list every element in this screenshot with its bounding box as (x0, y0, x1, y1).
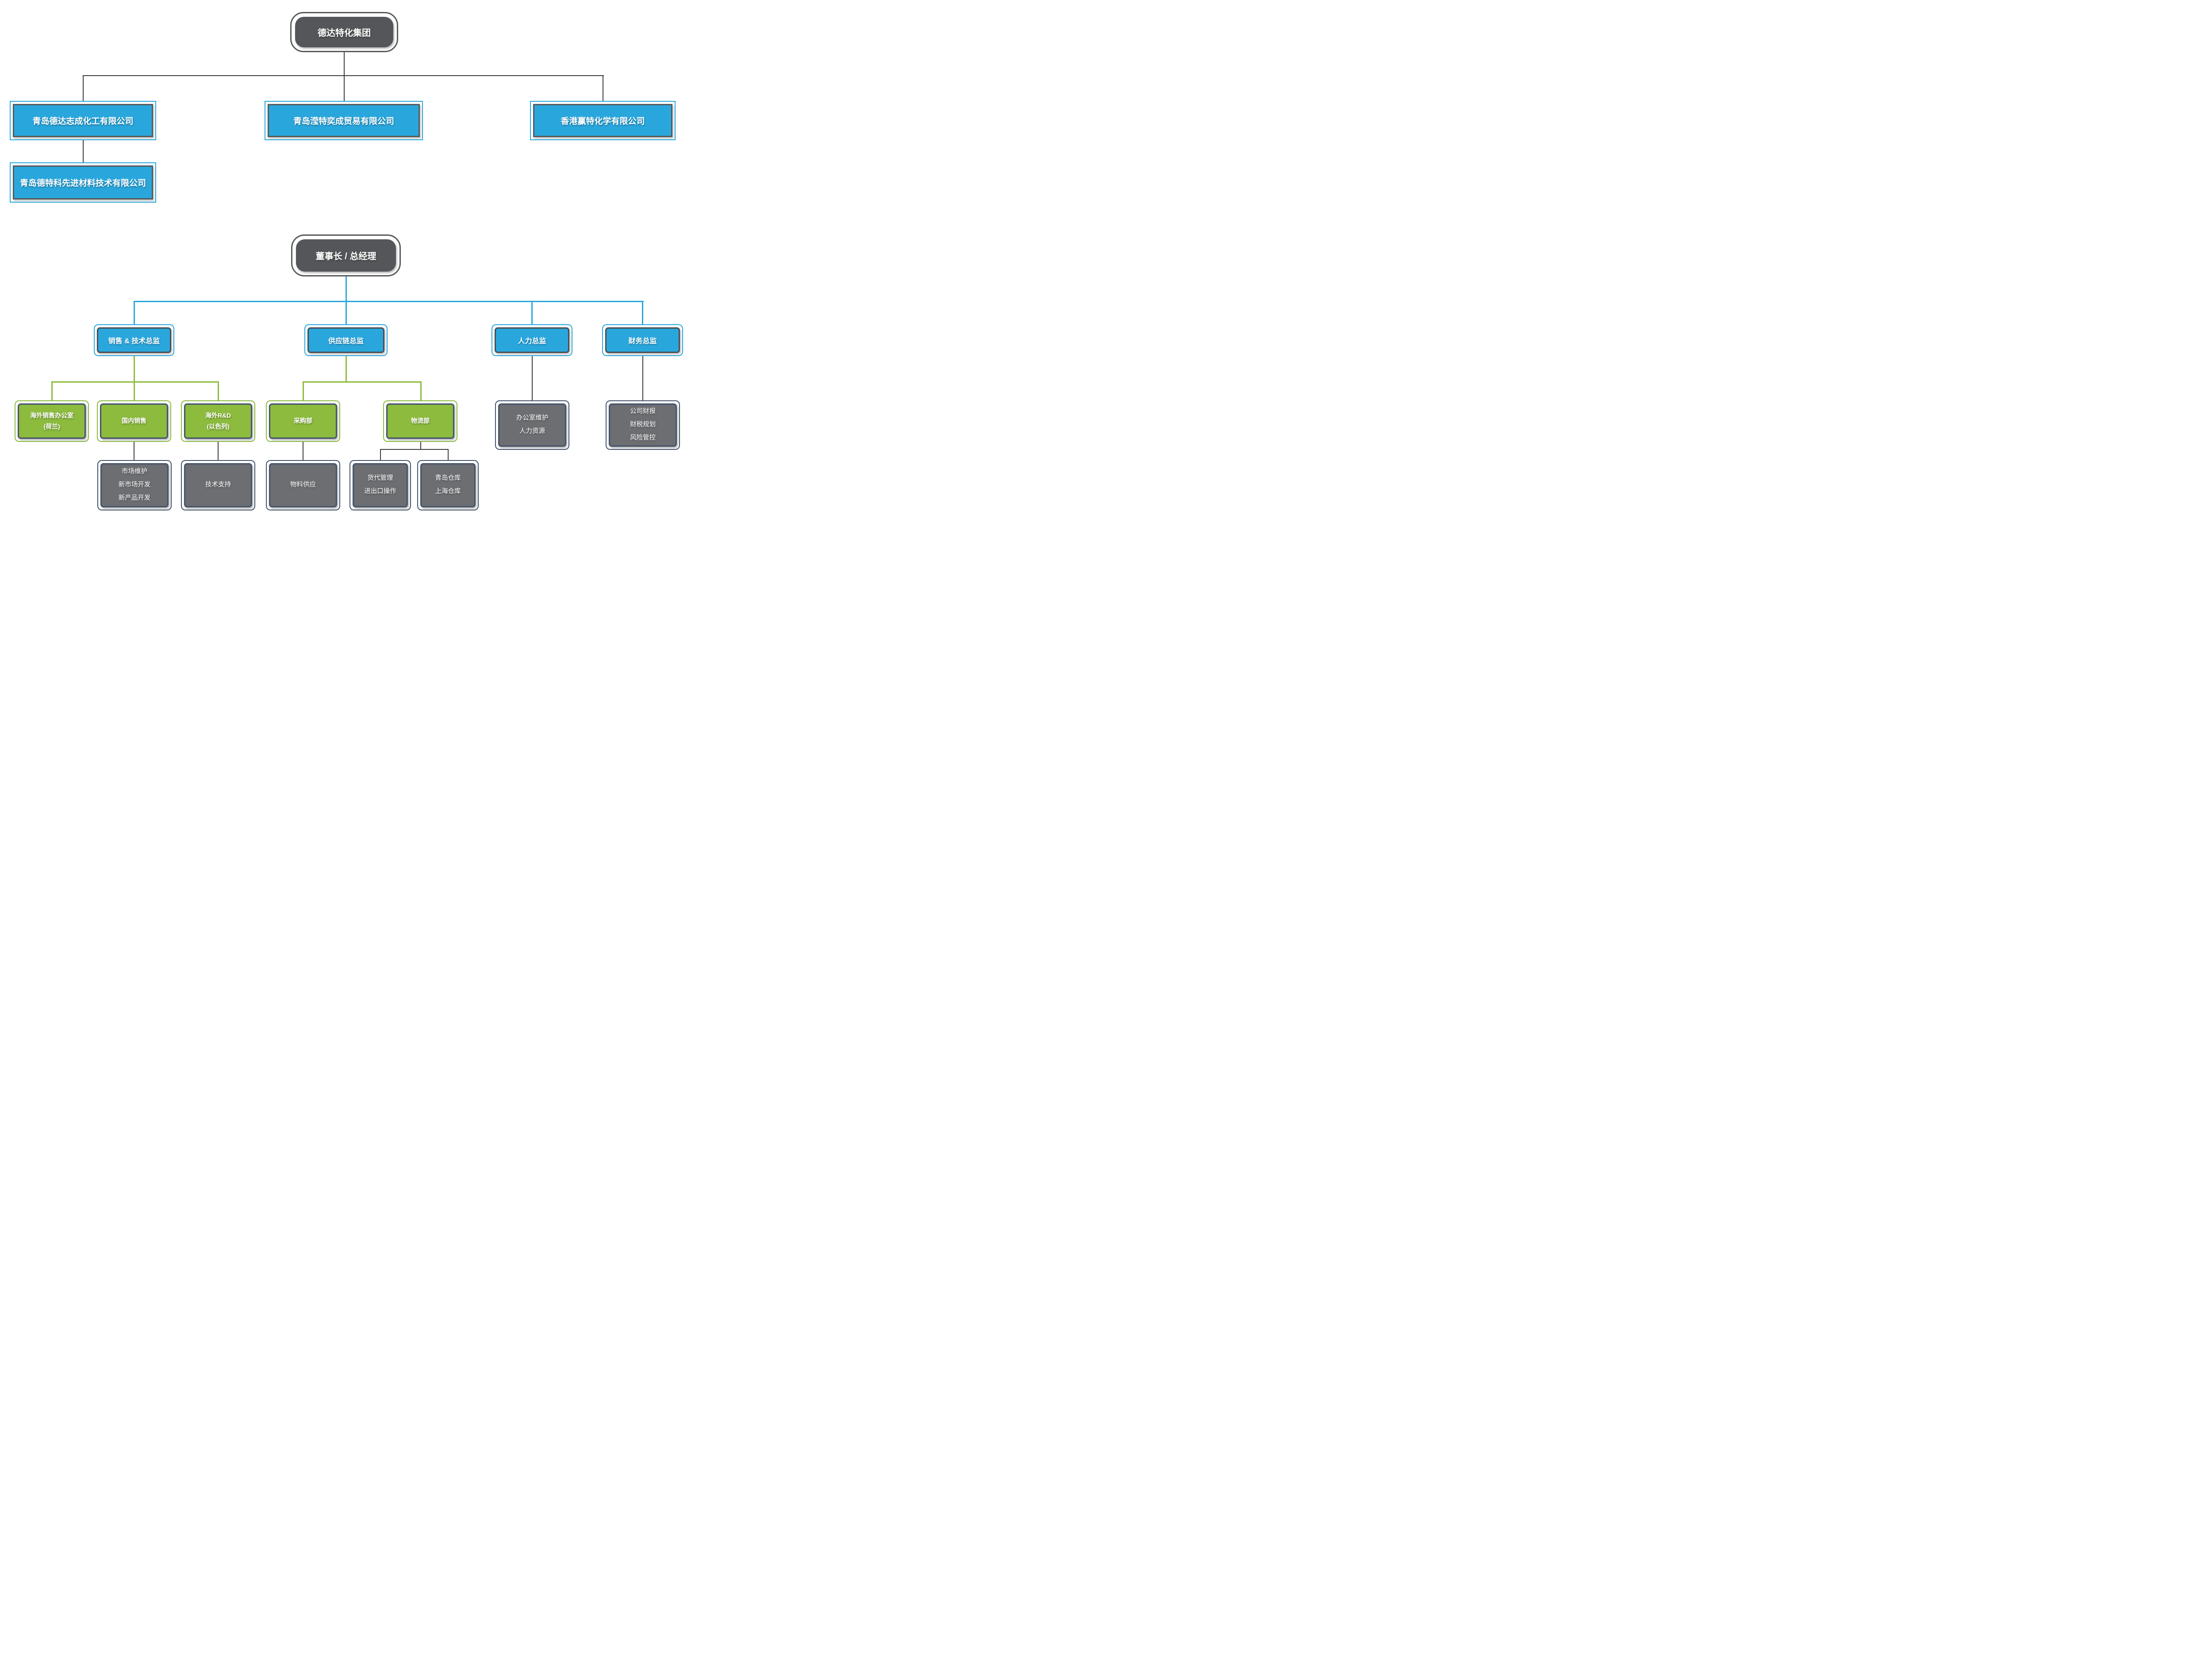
org-node-functions-domestic-sales-label: 市场维护 新市场开发 新产品开发 (118, 468, 151, 502)
org-node-dept-logistics: 物流部 (383, 400, 457, 442)
connector-logistics-rail (380, 449, 449, 450)
org-node-director-supply-chain-fill: 供应链总监 (307, 327, 384, 353)
org-node-director-finance-fill: 财务总监 (605, 327, 680, 353)
org-node-company-1-fill: 青岛德达志成化工有限公司 (13, 104, 153, 137)
connector-finance-functions (642, 356, 643, 400)
org-node-dept-overseas-sales-fill: 海外销售办公室 (荷兰) (18, 403, 86, 439)
org-node-group-root: 德达特化集团 (290, 12, 398, 52)
connector-director-supply-drop (346, 301, 347, 324)
connector-sales-rail (51, 381, 219, 383)
org-node-dept-domestic-sales-fill: 国内销售 (100, 403, 168, 439)
connector-director-finance-drop (642, 301, 643, 324)
org-node-functions-freight: 货代管理 进出口操作 (349, 460, 411, 510)
org-node-ceo: 董事长 / 总经理 (291, 234, 401, 276)
org-node-functions-warehouses-label: 青岛仓库 上海仓库 (435, 475, 461, 495)
connector-ceo-stem (346, 276, 347, 301)
org-node-dept-logistics-label: 物流部 (411, 417, 430, 425)
org-node-functions-warehouses: 青岛仓库 上海仓库 (417, 460, 479, 510)
org-node-group-root-label: 德达特化集团 (318, 28, 371, 38)
org-chart-canvas: 德达特化集团 青岛德达志成化工有限公司 青岛滢特奕成贸易有限公司 香港赢特化学有… (0, 0, 694, 519)
org-node-functions-purchasing-fill: 物料供应 (269, 463, 337, 507)
org-node-company-3-label: 香港赢特化学有限公司 (561, 117, 645, 126)
org-node-functions-rd-fill: 技术支持 (184, 463, 252, 507)
org-node-dept-domestic-sales-label: 国内销售 (122, 417, 146, 425)
org-node-dept-domestic-sales: 国内销售 (97, 400, 171, 442)
org-node-company-1-subsidiary: 青岛德特科先进材料技术有限公司 (10, 162, 156, 203)
connector-company-1-subsidiary (83, 140, 84, 162)
connector-domestic-sales-drop (134, 381, 135, 400)
org-node-ceo-fill: 董事长 / 总经理 (296, 239, 396, 272)
connector-overseas-sales-drop (51, 381, 53, 400)
org-node-dept-logistics-fill: 物流部 (386, 403, 454, 439)
org-node-director-supply-chain: 供应链总监 (304, 324, 388, 356)
connector-overseas-rd-drop (218, 381, 219, 400)
org-node-functions-finance: 公司财报 财税规划 风险管控 (606, 400, 680, 450)
org-node-functions-finance-label: 公司财报 财税规划 风险管控 (630, 408, 656, 441)
connector-logistics-stem (420, 442, 421, 449)
org-node-functions-hr-fill: 办公室维护 人力资源 (498, 403, 566, 447)
org-node-dept-overseas-sales: 海外销售办公室 (荷兰) (15, 400, 89, 442)
org-node-company-2: 青岛滢特奕成贸易有限公司 (265, 101, 423, 140)
org-node-company-2-label: 青岛滢特奕成贸易有限公司 (293, 117, 394, 126)
org-node-company-3: 香港赢特化学有限公司 (530, 101, 676, 140)
org-node-dept-overseas-rd: 海外R&D (以色列) (181, 400, 255, 442)
org-node-group-root-fill: 德达特化集团 (295, 17, 393, 47)
connector-hr-functions (532, 356, 533, 400)
org-node-director-sales-tech-fill: 销售 & 技术总监 (97, 327, 171, 353)
org-node-functions-purchasing: 物料供应 (266, 460, 340, 510)
org-node-functions-freight-label: 货代管理 进出口操作 (364, 475, 396, 495)
connector-supply-rail (303, 381, 422, 383)
org-node-company-1-label: 青岛德达志成化工有限公司 (32, 117, 134, 126)
org-node-director-hr-label: 人力总监 (518, 338, 546, 345)
org-node-functions-rd-label: 技术支持 (205, 481, 231, 489)
org-node-functions-freight-fill: 货代管理 进出口操作 (353, 463, 408, 507)
org-node-functions-hr: 办公室维护 人力资源 (495, 400, 569, 450)
connector-director-hr-drop (531, 301, 533, 324)
org-node-ceo-label: 董事长 / 总经理 (315, 252, 376, 261)
connector-logistics-drop (420, 381, 422, 400)
org-node-company-1-subsidiary-fill: 青岛德特科先进材料技术有限公司 (13, 165, 153, 199)
connector-company-1-drop (83, 75, 84, 101)
connector-sales-stem (134, 356, 135, 381)
org-node-functions-hr-label: 办公室维护 人力资源 (516, 414, 549, 435)
org-node-company-1-subsidiary-label: 青岛德特科先进材料技术有限公司 (19, 179, 146, 188)
org-node-director-finance: 财务总监 (602, 324, 683, 356)
org-node-dept-overseas-sales-label: 海外销售办公室 (荷兰) (30, 411, 73, 430)
org-node-director-sales-tech-label: 销售 & 技术总监 (108, 338, 160, 345)
org-node-company-1: 青岛德达志成化工有限公司 (10, 101, 156, 140)
org-node-functions-domestic-sales: 市场维护 新市场开发 新产品开发 (97, 460, 172, 510)
org-node-director-finance-label: 财务总监 (628, 338, 657, 345)
org-node-director-supply-chain-label: 供应链总监 (328, 338, 364, 345)
org-node-company-3-fill: 香港赢特化学有限公司 (533, 104, 672, 137)
org-node-functions-finance-fill: 公司财报 财税规划 风险管控 (609, 403, 677, 447)
connector-freight-drop (380, 449, 381, 460)
connector-group-root-stem (344, 52, 345, 76)
connector-director-sales-drop (134, 301, 135, 324)
connector-supply-stem (346, 356, 347, 381)
org-node-dept-overseas-rd-label: 海外R&D (以色列) (205, 411, 231, 430)
connector-directors-rail (134, 301, 644, 302)
connector-company-2-drop (344, 75, 345, 101)
org-node-dept-purchasing-fill: 采购部 (269, 403, 337, 439)
org-node-director-sales-tech: 销售 & 技术总监 (94, 324, 174, 356)
org-node-dept-overseas-rd-fill: 海外R&D (以色列) (184, 403, 252, 439)
org-node-dept-purchasing: 采购部 (266, 400, 340, 442)
org-node-functions-purchasing-label: 物料供应 (290, 481, 316, 489)
org-node-functions-warehouses-fill: 青岛仓库 上海仓库 (420, 463, 476, 507)
org-node-dept-purchasing-label: 采购部 (294, 417, 312, 425)
connector-rd-functions (218, 442, 219, 460)
org-node-functions-rd: 技术支持 (181, 460, 255, 510)
org-node-director-hr-fill: 人力总监 (495, 327, 569, 353)
connector-group-rail (83, 75, 604, 76)
connector-warehouse-drop (448, 449, 449, 460)
org-node-functions-domestic-sales-fill: 市场维护 新市场开发 新产品开发 (100, 463, 169, 507)
connector-purchasing-drop (303, 381, 304, 400)
org-node-company-2-fill: 青岛滢特奕成贸易有限公司 (268, 104, 420, 137)
org-node-director-hr: 人力总监 (492, 324, 572, 356)
